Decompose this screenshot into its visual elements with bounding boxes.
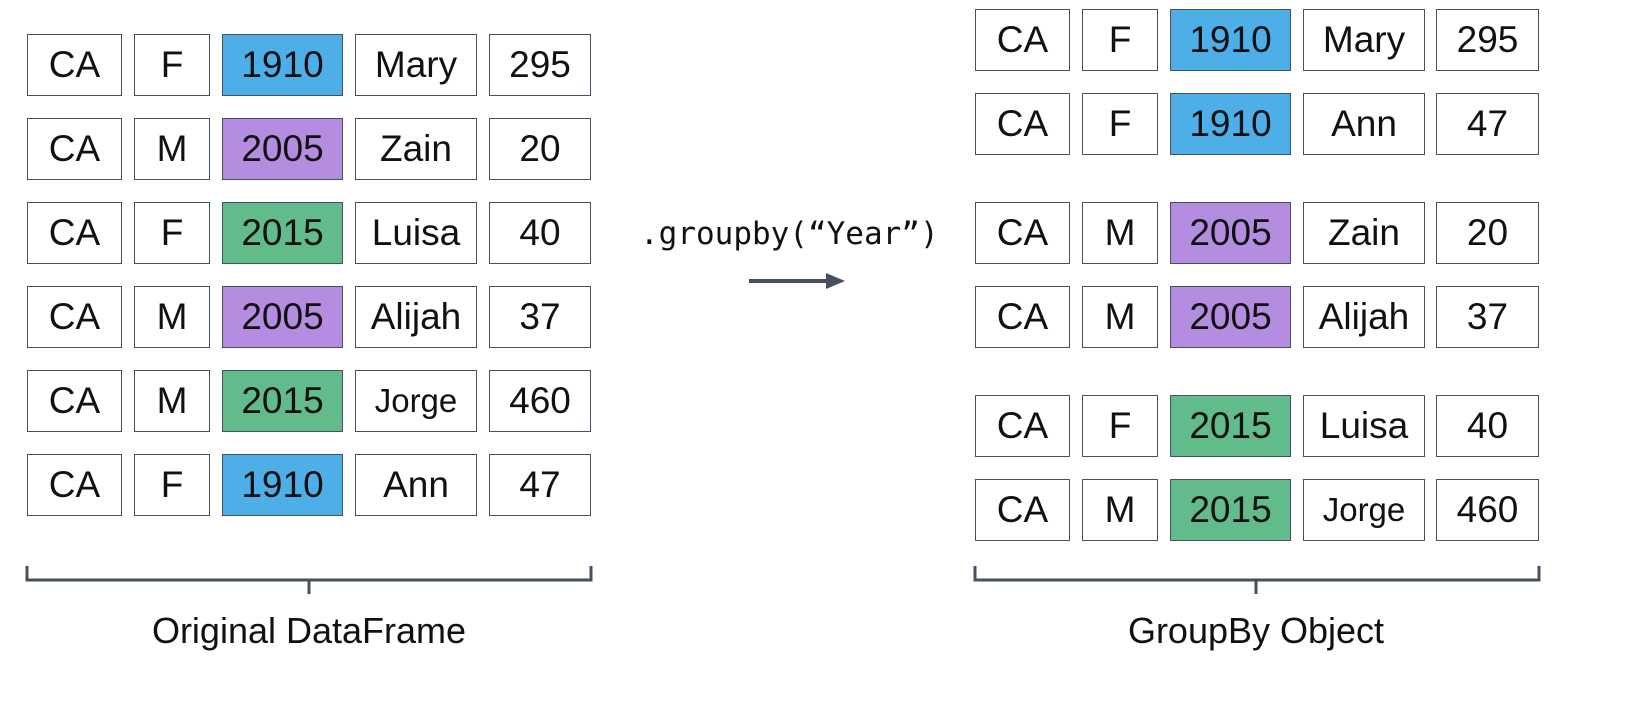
name-cell: Luisa (1303, 395, 1425, 457)
name-cell: Jorge (1303, 479, 1425, 541)
original-bracket (25, 566, 593, 594)
name-cell: Mary (355, 34, 477, 96)
state-cell: CA (975, 395, 1070, 457)
name-cell: Mary (1303, 9, 1425, 71)
sex-cell: F (1082, 9, 1158, 71)
sex-cell: M (1082, 286, 1158, 348)
name-cell: Zain (355, 118, 477, 180)
name-cell: Alijah (355, 286, 477, 348)
name-cell: Jorge (355, 370, 477, 432)
count-cell: 47 (1436, 93, 1539, 155)
state-cell: CA (27, 202, 122, 264)
year-cell: 2015 (222, 370, 343, 432)
state-cell: CA (975, 286, 1070, 348)
year-cell: 1910 (222, 34, 343, 96)
count-cell: 40 (489, 202, 591, 264)
groupby-bracket (973, 566, 1541, 594)
count-cell: 20 (489, 118, 591, 180)
count-cell: 460 (1436, 479, 1539, 541)
sex-cell: F (134, 34, 210, 96)
count-cell: 47 (489, 454, 591, 516)
name-cell: Luisa (355, 202, 477, 264)
groupby-object-caption: GroupBy Object (1127, 610, 1385, 651)
sex-cell: F (1082, 93, 1158, 155)
year-cell: 2005 (222, 118, 343, 180)
year-cell: 1910 (222, 454, 343, 516)
count-cell: 460 (489, 370, 591, 432)
sex-cell: M (134, 118, 210, 180)
year-cell: 2015 (1170, 479, 1291, 541)
count-cell: 295 (1436, 9, 1539, 71)
year-cell: 1910 (1170, 9, 1291, 71)
year-cell: 2005 (1170, 286, 1291, 348)
original-dataframe-caption: Original DataFrame (151, 610, 467, 651)
state-cell: CA (975, 93, 1070, 155)
sex-cell: M (1082, 479, 1158, 541)
name-cell: Ann (355, 454, 477, 516)
sex-cell: M (134, 370, 210, 432)
name-cell: Ann (1303, 93, 1425, 155)
sex-cell: M (134, 286, 210, 348)
sex-cell: M (1082, 202, 1158, 264)
year-cell: 2015 (222, 202, 343, 264)
state-cell: CA (27, 286, 122, 348)
state-cell: CA (27, 454, 122, 516)
name-cell: Alijah (1303, 286, 1425, 348)
sex-cell: F (1082, 395, 1158, 457)
year-cell: 2005 (222, 286, 343, 348)
count-cell: 295 (489, 34, 591, 96)
right-arrow-icon (749, 273, 845, 289)
state-cell: CA (975, 9, 1070, 71)
sex-cell: F (134, 202, 210, 264)
state-cell: CA (975, 479, 1070, 541)
year-cell: 2015 (1170, 395, 1291, 457)
state-cell: CA (27, 370, 122, 432)
name-cell: Zain (1303, 202, 1425, 264)
count-cell: 20 (1436, 202, 1539, 264)
state-cell: CA (975, 202, 1070, 264)
count-cell: 37 (1436, 286, 1539, 348)
groupby-operation-label: .groupby(“Year”) (640, 216, 939, 252)
year-cell: 1910 (1170, 93, 1291, 155)
state-cell: CA (27, 118, 122, 180)
year-cell: 2005 (1170, 202, 1291, 264)
count-cell: 40 (1436, 395, 1539, 457)
sex-cell: F (134, 454, 210, 516)
count-cell: 37 (489, 286, 591, 348)
state-cell: CA (27, 34, 122, 96)
